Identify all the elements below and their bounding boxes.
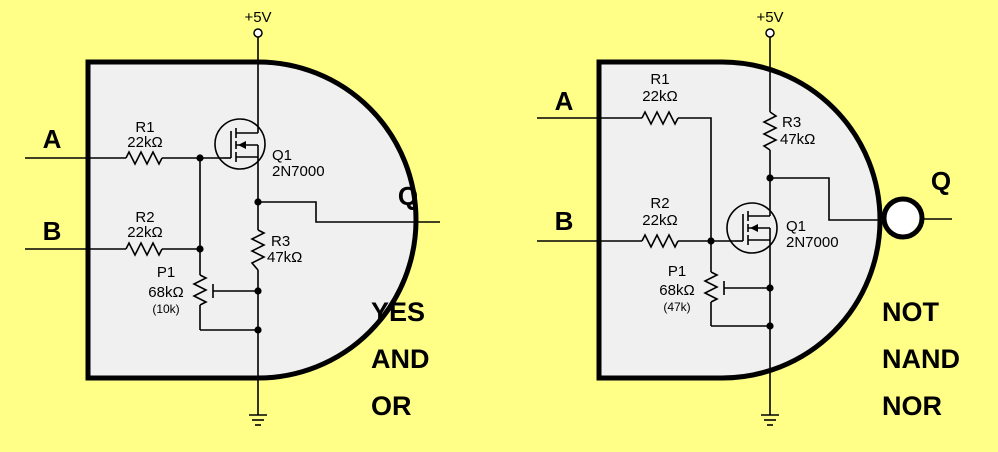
right-r3-name: R3 <box>782 114 801 131</box>
left-gate-circuit: +5V A R1 22kΩ B R2 22kΩ P1 6 <box>25 9 440 426</box>
left-input-a-label: A <box>43 124 62 154</box>
right-r1-value: 22kΩ <box>642 88 677 105</box>
left-function-3: OR <box>371 391 412 421</box>
left-r1-resistor <box>125 150 163 166</box>
right-function-2: NAND <box>882 344 960 374</box>
right-function-3: NOR <box>882 391 942 421</box>
right-p1-setting: (47k) <box>663 300 690 314</box>
right-node-ground <box>766 322 774 330</box>
right-ground-symbol <box>761 414 779 426</box>
right-r2-name: R2 <box>650 195 669 212</box>
right-p1-name: P1 <box>668 263 686 280</box>
right-p1-value: 68kΩ <box>659 282 694 299</box>
left-supply-label: +5V <box>244 9 271 26</box>
left-node-gate <box>196 154 204 162</box>
right-input-b-label: B <box>555 206 574 236</box>
left-function-2: AND <box>371 344 430 374</box>
right-supply-terminal <box>765 28 775 38</box>
left-r2-value: 22kΩ <box>127 224 162 241</box>
left-p1-setting: (10k) <box>152 302 179 316</box>
left-r1-name: R1 <box>135 119 154 136</box>
right-gate-body <box>596 59 883 381</box>
left-gate-body <box>85 59 419 381</box>
right-r2-resistor <box>641 233 679 249</box>
left-node-b <box>196 245 204 253</box>
left-r3-name: R3 <box>271 233 290 250</box>
left-r3-value: 47kΩ <box>267 249 302 266</box>
left-supply-terminal <box>253 28 263 38</box>
right-r1-name: R1 <box>650 71 669 88</box>
right-input-a-label: A <box>555 86 574 116</box>
right-r1-resistor <box>641 110 679 126</box>
left-r1-value: 22kΩ <box>127 134 162 151</box>
left-q1-part: 2N7000 <box>272 163 325 180</box>
left-q1-mosfet <box>214 118 266 170</box>
left-node-wiper <box>254 287 262 295</box>
left-input-b-label: B <box>43 216 62 246</box>
right-q1-part: 2N7000 <box>786 234 839 251</box>
right-q1-name: Q1 <box>786 218 806 235</box>
left-node-ground <box>254 326 262 334</box>
right-p1-potentiometer <box>703 271 719 303</box>
right-output-q-label: Q <box>931 166 951 196</box>
right-node-wiper <box>766 284 774 292</box>
right-q1-mosfet <box>726 202 778 254</box>
left-p1-potentiometer <box>192 274 208 306</box>
left-q1-name: Q1 <box>272 147 292 164</box>
right-function-1: NOT <box>882 297 940 327</box>
left-p1-value: 68kΩ <box>148 284 183 301</box>
right-r3-value: 47kΩ <box>780 131 815 148</box>
right-r2-value: 22kΩ <box>642 212 677 229</box>
left-function-1: YES <box>371 297 425 327</box>
left-p1-name: P1 <box>157 264 175 281</box>
right-gate-circuit: +5V R3 47kΩ Q A R1 22kΩ B R2 22kΩ <box>537 9 960 426</box>
left-r2-name: R2 <box>135 209 154 226</box>
left-r3-resistor <box>250 229 266 271</box>
left-output-q-label: Q <box>398 181 418 211</box>
left-r2-resistor <box>125 241 163 257</box>
right-r3-resistor <box>762 111 778 151</box>
right-supply-label: +5V <box>756 9 783 26</box>
left-ground-symbol <box>249 414 267 426</box>
right-inversion-bubble <box>881 196 925 240</box>
